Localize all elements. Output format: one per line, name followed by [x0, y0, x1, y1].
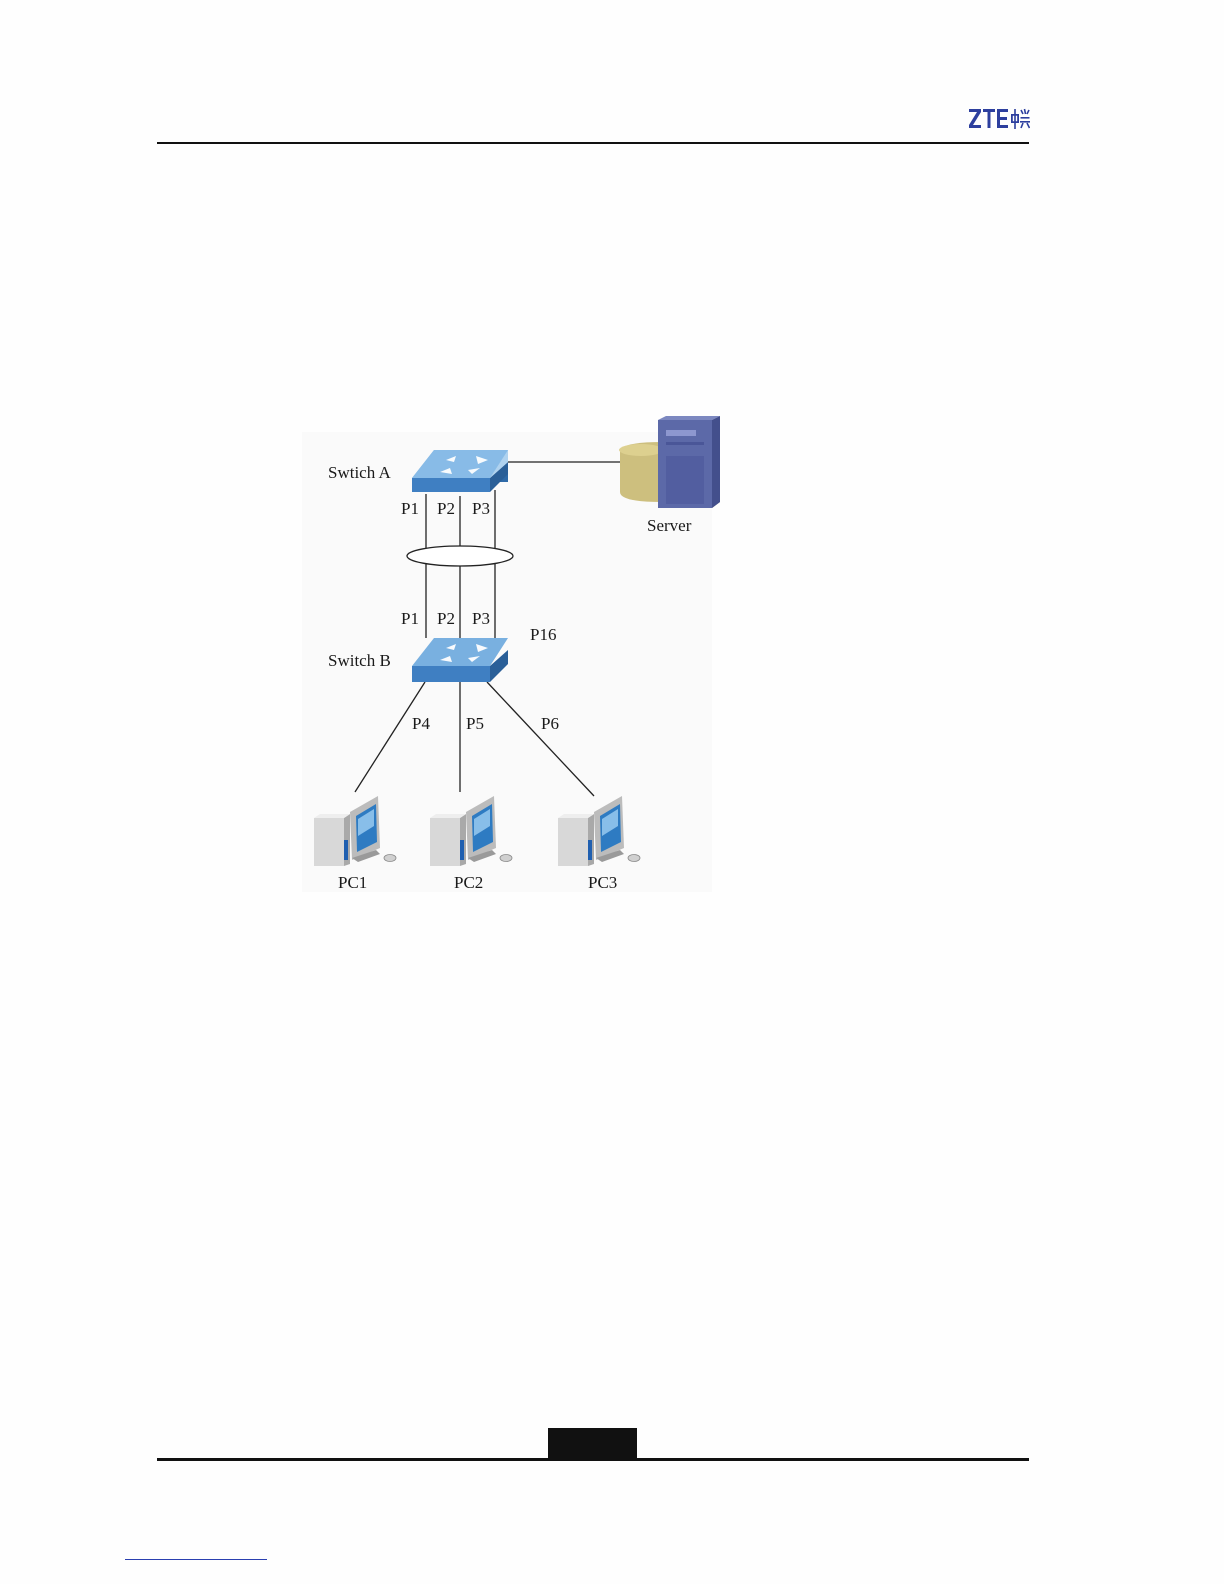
- pc1-label: PC1: [338, 873, 367, 893]
- switch-b-port-p2: P2: [437, 609, 455, 629]
- switch-b-port-p5: P5: [466, 714, 484, 734]
- switch-a-port-p1: P1: [401, 499, 419, 519]
- switch-a-port-p3: P3: [472, 499, 490, 519]
- pc3-label: PC3: [588, 873, 617, 893]
- link-aggregation-ellipse: [407, 546, 513, 566]
- switch-a-label: Swtich A: [328, 463, 391, 483]
- footer-link-underline: [125, 1559, 267, 1560]
- header-rule: [157, 142, 1029, 144]
- zte-logo: [968, 106, 1030, 130]
- footer-rule: [157, 1458, 1029, 1461]
- switch-b-port-p3: P3: [472, 609, 490, 629]
- switch-b-port-p16: P16: [530, 625, 556, 645]
- page-number-tab: [548, 1428, 637, 1459]
- switch-b-port-p6: P6: [541, 714, 559, 734]
- switch-b-port-p1: P1: [401, 609, 419, 629]
- server-icon: [619, 416, 720, 508]
- pc2-label: PC2: [454, 873, 483, 893]
- switch-b-label: Switch B: [328, 651, 391, 671]
- switch-b-port-p4: P4: [412, 714, 430, 734]
- switch-a-port-p2: P2: [437, 499, 455, 519]
- network-diagram: Swtich A Server P1 P2 P3 P1 P2 P3 P16 Sw…: [300, 416, 730, 896]
- server-label: Server: [647, 516, 691, 536]
